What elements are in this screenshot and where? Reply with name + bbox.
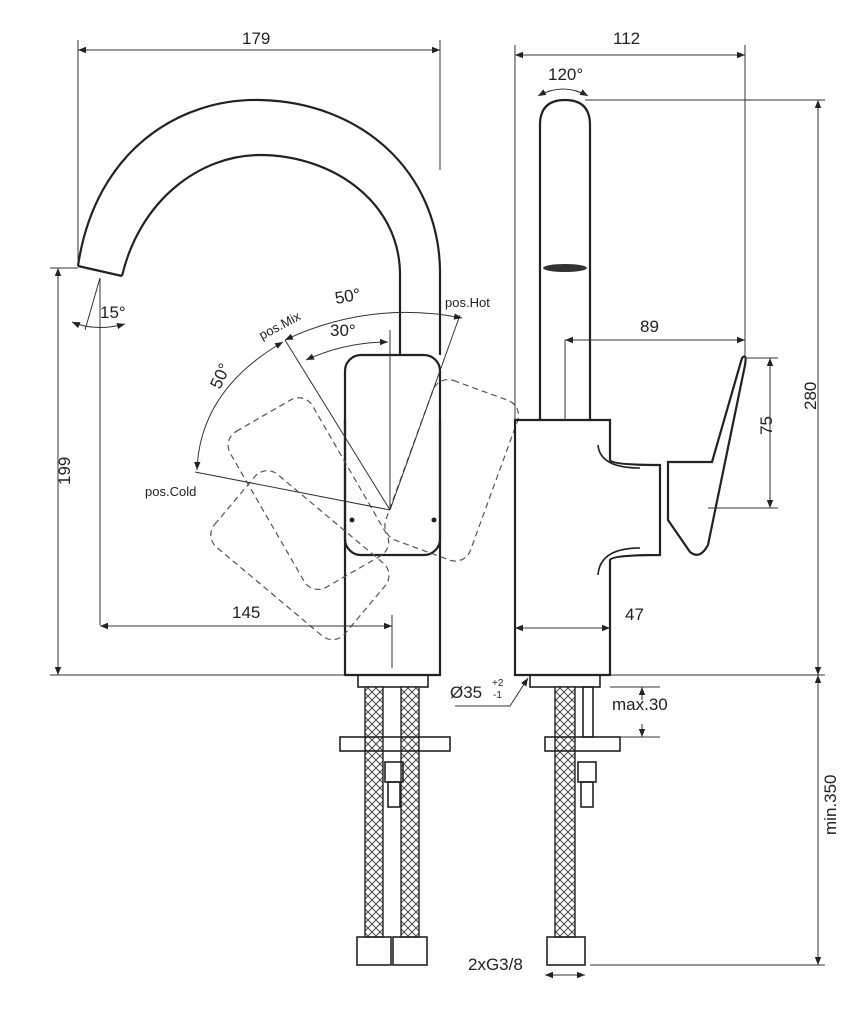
pos-cold-label: pos.Cold — [145, 484, 196, 499]
hole-diameter-label: Ø35 — [450, 683, 482, 702]
lever-reach-label: 89 — [640, 317, 659, 336]
reach-label: 145 — [232, 603, 260, 622]
angle-50-left-label: 50° — [206, 360, 234, 391]
connection-label: 2xG3/8 — [468, 955, 523, 974]
aerator — [543, 264, 587, 272]
spout-outer — [76, 98, 442, 355]
pos-hot-label: pos.Hot — [445, 295, 490, 310]
side-body — [513, 418, 662, 677]
spout-angle-label: 15° — [100, 303, 126, 322]
handle-pos-cold-outline — [210, 470, 390, 641]
angle-30-label: 30° — [330, 321, 356, 340]
front-view: 50° 30° 50° pos.Mix pos.Hot pos.Cold 15°… — [50, 29, 520, 966]
front-width-label: 179 — [242, 29, 270, 48]
angle-50-upper-label: 50° — [333, 285, 362, 308]
tolerance-minus: -1 — [493, 690, 502, 701]
side-lever — [666, 355, 747, 556]
spout-inner — [120, 153, 402, 355]
lever-height-label: 75 — [757, 416, 776, 435]
tolerance-plus: +2 — [492, 678, 504, 689]
spout-tip — [77, 264, 123, 278]
handle-pos-hot-outline — [384, 378, 520, 562]
spout-height-label: 199 — [55, 457, 74, 485]
min-hose-label: min.350 — [821, 775, 840, 835]
side-spout — [538, 98, 592, 420]
rotation-label: 120° — [548, 65, 583, 84]
pos-mix-label: pos.Mix — [256, 308, 303, 343]
side-width-label: 112 — [613, 29, 640, 48]
max-thickness-label: max.30 — [612, 695, 668, 714]
side-view: 112 120° 280 89 75 47 Ø35 +2 -1 max.30 m… — [450, 29, 840, 979]
front-handle — [343, 353, 442, 557]
total-height-label: 280 — [801, 382, 820, 410]
body-depth-label: 47 — [625, 605, 644, 624]
